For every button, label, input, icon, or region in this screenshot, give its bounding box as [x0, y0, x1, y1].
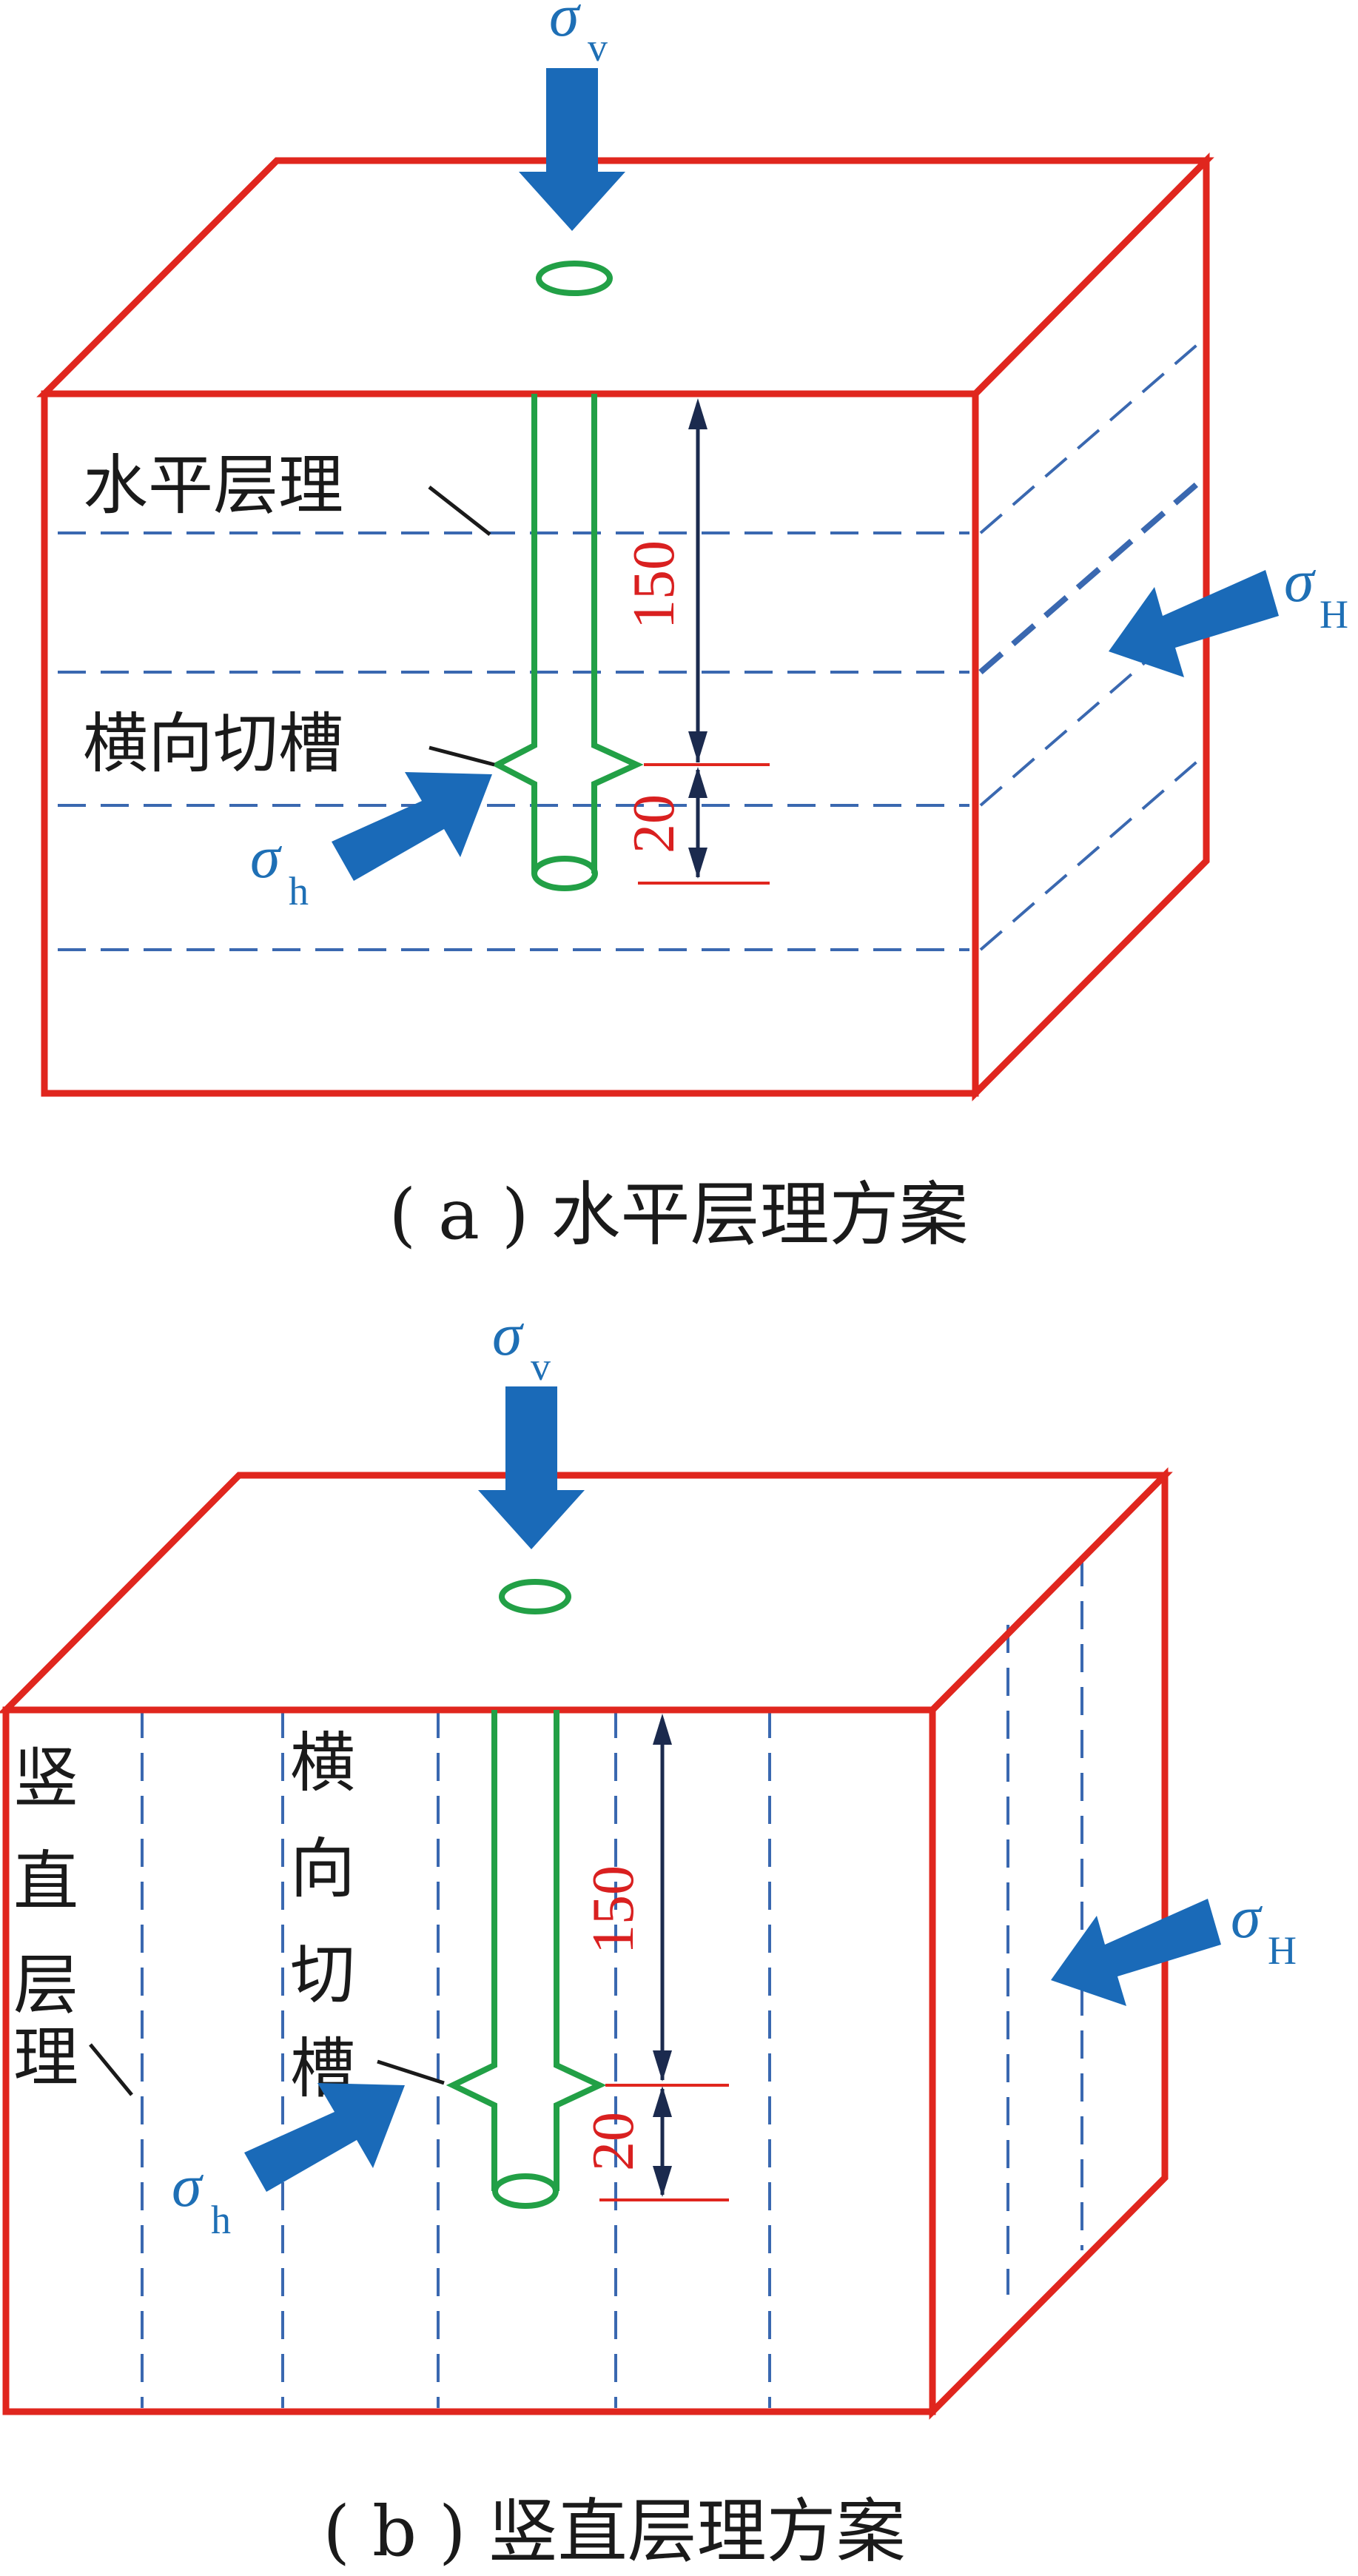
slot-label-char: 横	[290, 1725, 355, 1801]
sigma-H-symbol: σ	[1284, 547, 1317, 614]
sigma-H-subscript: H	[1268, 1928, 1297, 1973]
dimension-label-150: 150	[581, 1865, 646, 1954]
dimension-markers: 150 20	[622, 398, 770, 885]
borehole-bottom	[531, 856, 598, 891]
bedding-line-side	[979, 608, 1208, 807]
slot-label-leader	[377, 2059, 445, 2085]
vertical-bedding-planes	[141, 1558, 1083, 2408]
sigma-h-symbol: σ	[172, 2152, 204, 2219]
sigma-H-label: σ H	[1231, 1883, 1297, 1973]
caption-b: ( b ) 竖直层理方案	[323, 2492, 905, 2572]
block-side-face	[929, 1467, 1169, 2420]
up-right-arrow-icon	[332, 772, 492, 881]
borehole	[446, 1579, 607, 2209]
dimension-arrowhead	[688, 848, 707, 879]
sigma-v-symbol: σ	[492, 1301, 525, 1368]
borehole-top-opening	[499, 1579, 571, 1614]
panel-b: 150 20 竖 直 层 理 横 向 切 槽 σ v σ	[0, 1301, 1297, 2572]
bedding-line-side	[979, 335, 1208, 534]
panel-a: 150 20 水平层理 横向切槽 σ v σ H σ h ( a ) 水平层理方…	[36, 0, 1348, 1255]
bedding-label-char: 直	[13, 1843, 78, 1919]
bedding-line-side	[978, 473, 1209, 675]
dimension-markers: 150 20	[581, 1714, 729, 2201]
sigma-h-symbol: σ	[250, 823, 283, 890]
borehole-right-wall	[591, 394, 644, 873]
slot-label: 横 向 切 槽	[290, 1725, 355, 2107]
stress-arrows	[332, 68, 1279, 881]
rock-block-outline	[0, 1467, 1173, 2420]
sigma-H-subscript: H	[1320, 592, 1348, 637]
dimension-arrowhead	[653, 1714, 672, 1745]
borehole-bottom	[492, 2173, 559, 2209]
dimension-arrowhead	[688, 398, 707, 429]
block-front-face	[2, 1706, 936, 2415]
sigma-h-label: σ h	[172, 2152, 231, 2242]
horizontal-bedding-planes	[58, 335, 1209, 951]
dimension-arrowhead	[653, 2050, 672, 2082]
sigma-H-label: σ H	[1284, 547, 1348, 637]
sigma-v-subscript: v	[531, 1344, 551, 1389]
borehole-left-wall	[446, 1710, 497, 2191]
sigma-v-symbol: σ	[549, 0, 582, 49]
dimension-arrowhead	[653, 2086, 672, 2117]
slot-label-char: 切	[290, 1936, 355, 2013]
dimension-label-20: 20	[581, 2112, 646, 2171]
sigma-h-subscript: h	[289, 869, 309, 913]
dimension-arrowhead	[688, 731, 707, 762]
bedding-label: 水平层理	[83, 447, 343, 523]
block-top-face	[0, 1472, 1173, 1714]
slot-label-leader	[428, 745, 495, 767]
bedding-label-char: 竖	[13, 1740, 78, 1816]
dimension-arrowhead	[653, 2166, 672, 2197]
bedding-line-side	[979, 752, 1208, 951]
sigma-v-label: σ v	[549, 0, 608, 70]
borehole-left-wall	[491, 394, 537, 873]
sigma-h-label: σ h	[250, 823, 309, 913]
left-arrow-icon	[1051, 1899, 1221, 2006]
rock-block-outline	[36, 152, 1214, 1101]
dimension-arrowhead	[688, 767, 707, 798]
bedding-label-char: 层	[13, 1947, 78, 2023]
bedding-label-leader	[89, 2043, 133, 2096]
sigma-H-symbol: σ	[1231, 1883, 1263, 1951]
down-arrow-icon	[478, 1386, 585, 1549]
sigma-v-label: σ v	[492, 1301, 551, 1389]
caption-a: ( a ) 水平层理方案	[389, 1175, 968, 1255]
borehole-right-wall	[554, 1710, 607, 2191]
slot-label: 横向切槽	[83, 705, 343, 782]
borehole	[491, 261, 644, 891]
block-top-face	[36, 157, 1214, 398]
left-arrow-icon	[1109, 570, 1279, 677]
down-arrow-icon	[519, 68, 625, 231]
dimension-label-20: 20	[622, 794, 687, 853]
sigma-v-subscript: v	[588, 25, 608, 70]
slot-label-char: 向	[290, 1831, 355, 1907]
sigma-h-subscript: h	[211, 2198, 231, 2242]
block-side-face	[972, 152, 1210, 1101]
bedding-label-leader	[428, 486, 491, 536]
stress-arrows	[244, 1386, 1221, 2192]
bedding-label-char: 理	[13, 2019, 78, 2096]
up-right-arrow-icon	[244, 2083, 405, 2192]
bedding-label: 竖 直 层 理	[13, 1740, 78, 2096]
borehole-top-opening	[536, 261, 613, 296]
dimension-label-150: 150	[622, 540, 687, 629]
